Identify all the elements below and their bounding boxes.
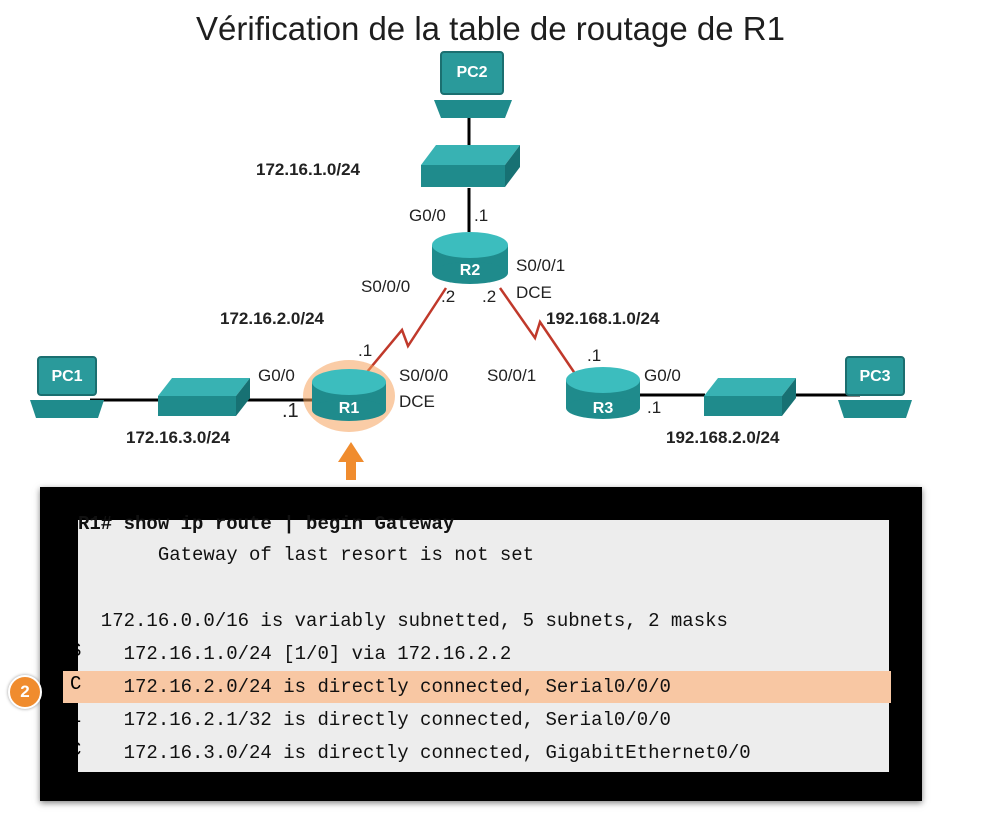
r3-label: R3 — [592, 400, 614, 417]
r2-g00-ip: .1 — [474, 206, 489, 225]
highlighted-route-row — [63, 671, 891, 703]
r1-s000-label: S0/0/0 — [399, 366, 449, 385]
switch-left-icon — [158, 378, 250, 416]
pc1-label: PC1 — [51, 368, 83, 385]
r2-g00-label: G0/0 — [409, 206, 446, 225]
network-172-16-3-0: 172.16.3.0/24 — [126, 428, 230, 447]
pc2-icon — [434, 51, 512, 118]
terminal-line: Gateway of last resort is not set — [78, 544, 535, 566]
r3-s001-ip: .1 — [587, 346, 602, 365]
r3-g00-label: G0/0 — [644, 366, 681, 385]
r1-g00-ip: .1 — [282, 400, 299, 422]
switch-right-icon — [704, 378, 796, 416]
r1-s000-dce: DCE — [399, 392, 435, 411]
network-172-16-1-0: 172.16.1.0/24 — [256, 160, 360, 179]
r3-s001-label: S0/0/1 — [487, 366, 537, 385]
r1-label: R1 — [338, 400, 360, 417]
arrow-up-icon — [338, 442, 364, 480]
step-badge[interactable]: 2 — [8, 675, 42, 709]
r1-router-icon — [303, 360, 395, 432]
terminal-line: 172.16.3.0/24 is directly connected, Gig… — [78, 742, 751, 764]
page-title: Vérification de la table de routage de R… — [196, 10, 785, 47]
serial-link-r2-r3 — [498, 287, 580, 379]
serial-link-r1-r2 — [361, 287, 448, 379]
r2-router-icon — [432, 232, 508, 284]
network-172-16-2-0: 172.16.2.0/24 — [220, 309, 324, 328]
terminal-line: 172.16.1.0/24 [1/0] via 172.16.2.2 — [78, 643, 512, 665]
r3-router-icon — [566, 367, 640, 419]
r2-label: R2 — [459, 262, 481, 279]
r2-s001-ip: .2 — [482, 287, 497, 306]
switch-top-icon — [421, 145, 520, 187]
route-code: S — [70, 640, 82, 662]
pc1-icon — [30, 356, 104, 418]
terminal-screen — [78, 520, 889, 772]
pc2-label: PC2 — [456, 64, 488, 81]
terminal-line: 172.16.0.0/16 is variably subnetted, 5 s… — [78, 610, 728, 632]
terminal-line: 172.16.2.0/24 is directly connected, Ser… — [78, 676, 671, 698]
route-code: L — [70, 706, 82, 728]
topology-diagram — [30, 51, 912, 480]
route-code: C — [70, 739, 82, 761]
r2-s001-dce: DCE — [516, 283, 552, 302]
r2-s000-ip: .2 — [441, 287, 456, 306]
r1-g00-label: G0/0 — [258, 366, 295, 385]
network-192-168-1-0: 192.168.1.0/24 — [546, 309, 660, 328]
pc3-label: PC3 — [859, 368, 891, 385]
pc3-icon — [838, 356, 912, 418]
route-code: C — [70, 673, 82, 695]
terminal-line: 172.16.2.1/32 is directly connected, Ser… — [78, 709, 671, 731]
terminal-line — [78, 574, 889, 602]
r1-s000-ip: .1 — [358, 341, 373, 360]
r2-s001-label: S0/0/1 — [516, 256, 566, 275]
r2-s000-label: S0/0/0 — [361, 277, 411, 296]
r3-g00-ip: .1 — [647, 398, 662, 417]
network-192-168-2-0: 192.168.2.0/24 — [666, 428, 780, 447]
terminal-command: R1# show ip route | begin Gateway — [78, 513, 455, 535]
